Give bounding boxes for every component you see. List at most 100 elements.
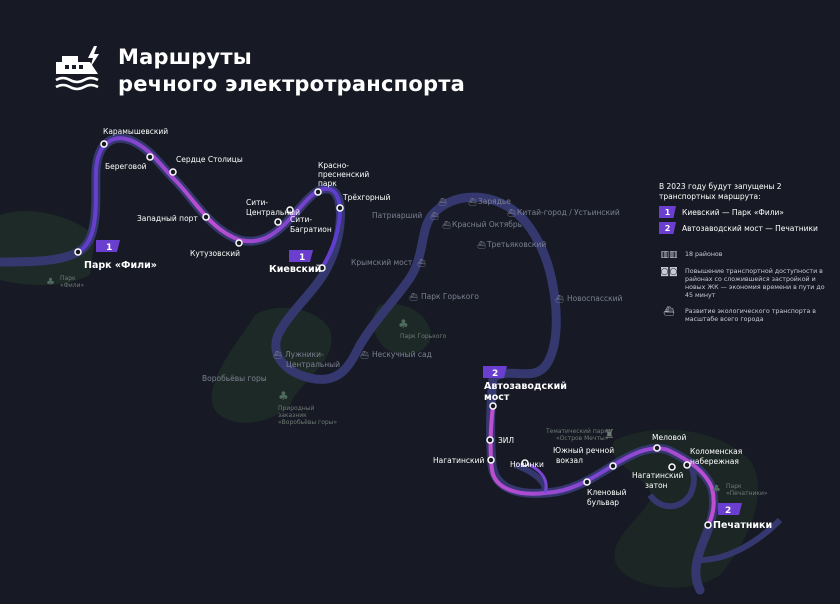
label-park-fili: Парк «Фили» [84, 260, 157, 271]
station-pechatniki[interactable] [704, 521, 712, 529]
svg-text:1: 1 [299, 253, 305, 263]
boat-icon: ⛴ [417, 259, 426, 267]
station-siti-tsentralny[interactable] [274, 218, 282, 226]
route-2-end-badge: 2 [718, 503, 742, 516]
station-zil[interactable] [486, 436, 494, 444]
pier-boat-icons: ⛴ ⛴ ⛴ ⛴ ⛴ ⛴ ⛴ ⛴ ⛴ ⛴ ⛴ [273, 198, 564, 359]
pier-park-gorkogo: Парк Горького [421, 292, 479, 301]
legend-feature-text: Развитие экологического транспорта в мас… [685, 308, 817, 323]
boat-icon: ⛴ [477, 241, 486, 249]
station-zapadny-port[interactable] [202, 213, 210, 221]
svg-text:1: 1 [106, 243, 112, 253]
station-klenovy-bulvar[interactable] [583, 478, 591, 486]
tree-icon: ♣ [398, 317, 409, 331]
route-2-start-badge: 2 [483, 366, 507, 379]
legend: В 2023 году будут запущены 2 транспортны… [659, 182, 834, 324]
station-kievsky[interactable] [318, 264, 326, 272]
station-karamyshevsky[interactable] [100, 140, 108, 148]
station-kolomenskaya[interactable] [683, 461, 691, 469]
legend-route-1-label: Киевский — Парк «Фили» [682, 207, 784, 217]
station-novinki[interactable] [521, 459, 529, 467]
tree-icon: ♣ [46, 277, 55, 288]
pier-krymsky-most: Крымский мост [351, 258, 413, 267]
boat-icon: ⛴ [438, 198, 447, 206]
map-title-line-2: речного электротранспорта [118, 72, 465, 96]
legend-route-1: 1 Киевский — Парк «Фили» [659, 206, 834, 218]
boat-icon: ⛴ [273, 351, 282, 359]
tree-icon: ♣ [712, 484, 721, 495]
label-kievsky: Киевский [269, 264, 321, 275]
label-novinki: Новинки [510, 460, 544, 469]
legend-feature-eco: ⛴ Развитие экологического транспорта в м… [659, 308, 834, 324]
route-1-start-badge: 1 [96, 240, 120, 253]
boat-icon: ⛴ [555, 295, 564, 303]
label-serdtse-stolitsy: Сердце Столицы [176, 155, 243, 164]
route-badge: 2 [659, 222, 676, 234]
station-nagatinsky-zaton[interactable] [668, 463, 676, 471]
svg-text:2: 2 [492, 369, 498, 379]
pechatniki-park-area [612, 429, 759, 588]
boat-icon: ⛴ [360, 351, 369, 359]
eco-boat-icon: ⛴ [663, 307, 675, 317]
label-pechatniki: Печатники [713, 520, 772, 531]
pier-kitay-gorod: Китай-город / Устьинский [517, 208, 620, 217]
river-branch-novinki [513, 462, 548, 491]
legend-header: В 2023 году будут запущены 2 транспортны… [659, 182, 782, 201]
map-title-line-1: Маршруты [118, 45, 252, 69]
ostrov-mechty-label: Тематический парк«Остров Мечты» [545, 428, 609, 442]
buildings-icon: ▥▥ [660, 250, 678, 260]
vorobyovy-gory-area [211, 307, 332, 423]
station-beregovoy[interactable] [146, 153, 154, 161]
park-fili-label: Парк«Фили» [60, 275, 84, 289]
label-tryokhgorny: Трёхгорный [342, 193, 391, 202]
pier-patriarshy: Патриарший [372, 211, 422, 220]
legend-feature-transport: ◙◙ Повышение транспортной доступности в … [659, 268, 834, 300]
station-yuzhny-vokzal[interactable] [609, 462, 617, 470]
pier-tretyakovsky: Третьяковский [486, 240, 546, 249]
legend-feature-text: Повышение транспортной доступности в рай… [685, 268, 825, 299]
transport-icon: ◙◙ [660, 267, 678, 277]
pier-novospassky: Новоспасский [567, 294, 623, 303]
station-krasnopresnensky[interactable] [314, 188, 322, 196]
boat-icon: ⛴ [468, 198, 477, 206]
station-melovoy[interactable] [653, 444, 661, 452]
route-1-labels: Парк «Фили» Карамышевский Береговой Серд… [84, 127, 391, 275]
station-tryokhgorny[interactable] [336, 204, 344, 212]
svg-text:2: 2 [725, 506, 731, 516]
station-avtozavodsky-most[interactable] [489, 402, 497, 410]
station-park-fili[interactable] [74, 248, 82, 256]
label-beregovoy: Береговой [105, 162, 147, 171]
legend-route-2: 2 Автозаводский мост — Печатники [659, 222, 834, 234]
label-zapadny-port: Западный порт [137, 214, 198, 223]
label-siti-bagration: Сити-Багратион [290, 215, 332, 234]
pier-zaryadye: Зарядье [478, 197, 511, 206]
pier-vorobyovy-gory: Воробьёвы горы [202, 374, 267, 383]
river-branch-pechatniki [699, 517, 783, 563]
route-2-line [488, 404, 716, 527]
legend-feature-districts: ▥▥ 18 районов [659, 251, 834, 260]
castle-icon: ♜ [604, 427, 615, 441]
station-serdtse-stolitsy[interactable] [169, 168, 177, 176]
station-kutuzovsky[interactable] [235, 239, 243, 247]
park-fili-area [0, 211, 95, 285]
label-kutuzovsky: Кутузовский [190, 249, 240, 258]
route-badge: 1 [659, 206, 676, 218]
legend-route-2-label: Автозаводский мост — Печатники [682, 223, 818, 233]
route-1-end-badge: 1 [289, 250, 313, 263]
park-labels: ♣ Парк«Фили» ♣ Парк Горького ♣ Природный… [46, 275, 768, 497]
boat-icon: ⛴ [409, 293, 418, 301]
station-nagatinsky[interactable] [487, 456, 495, 464]
electric-boat-logo-icon [55, 46, 99, 91]
station-siti-bagration[interactable] [286, 206, 294, 214]
boat-icon: ⛴ [442, 221, 451, 229]
river [0, 133, 719, 595]
